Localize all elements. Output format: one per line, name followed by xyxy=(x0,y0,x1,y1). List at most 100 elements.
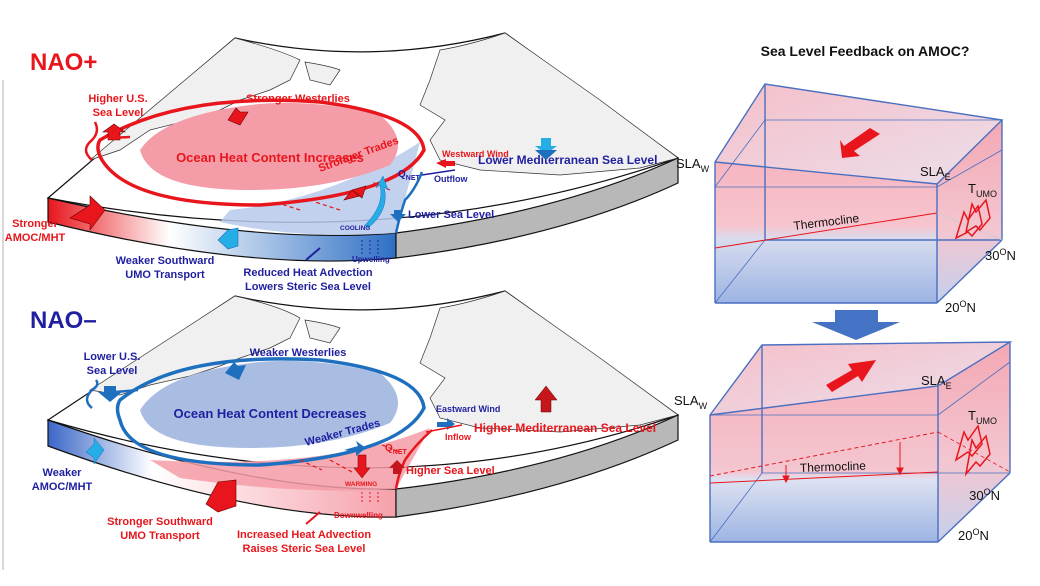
umo-label-1: Weaker Southward xyxy=(116,255,215,267)
box-side-face xyxy=(937,120,1002,303)
coast-line xyxy=(394,171,424,234)
advection-label-2: Lowers Steric Sea Level xyxy=(245,281,371,293)
warming-label: WARMING xyxy=(345,481,377,488)
upwelling-label: Upwelling xyxy=(352,255,390,264)
coast-line xyxy=(394,429,433,490)
warming-arrow-icon xyxy=(353,454,371,479)
lat-20-label: 20ON xyxy=(958,527,989,543)
advection-arrow-icon xyxy=(305,511,321,525)
downwelling-label: Downwelling xyxy=(334,511,383,520)
umo-label-1: Stronger Southward xyxy=(107,516,213,528)
westward-wind-label: Westward Wind xyxy=(442,149,509,159)
us-coast-line xyxy=(84,121,131,161)
up-arrow-icon xyxy=(389,460,405,474)
sla-w-label: SLAW xyxy=(674,393,708,411)
bottom-box: Thermocline SLAW SLAE TUMO 30ON 20ON xyxy=(674,341,1013,543)
umo-arrow-icon xyxy=(205,479,237,513)
feedback-title: Sea Level Feedback on AMOC? xyxy=(761,43,970,59)
downwelling-arrows xyxy=(361,492,379,504)
gyre-loop xyxy=(96,98,426,207)
t-umo-label: TUMO xyxy=(968,408,997,426)
lower-sea-level-label: Lower Sea Level xyxy=(408,209,494,221)
feedback-panel: Sea Level Feedback on AMOC? xyxy=(674,43,1016,543)
nao-plus-panel: NAO+ Ocean Heat Content Increases Higher… xyxy=(5,32,680,293)
lat-20-label: 20ON xyxy=(945,299,976,315)
sla-w-label: SLAW xyxy=(676,156,710,174)
umo-label-2: UMO Transport xyxy=(125,269,205,281)
slab-front-land xyxy=(395,157,679,259)
greenland-land xyxy=(304,319,341,344)
amoc-arrow-icon xyxy=(69,195,106,231)
box-top-face xyxy=(715,84,1002,184)
flow-arrow-icon xyxy=(826,360,876,392)
outflow-label: Outflow xyxy=(434,174,468,184)
slab-front-land xyxy=(395,414,679,518)
t-umo-arrow-icon xyxy=(954,424,991,477)
qnet-label: QNET xyxy=(398,169,421,182)
transition-down-arrow-icon xyxy=(812,310,900,340)
heat-content-label: Ocean Heat Content Increases xyxy=(176,150,364,165)
nao-minus-label: NAO– xyxy=(30,307,97,334)
upwelling-arrows xyxy=(361,238,379,254)
lower-us-sea-level-label-1: Lower U.S. xyxy=(84,351,141,363)
amoc-label-2: AMOC/MHT xyxy=(5,232,66,244)
qnet-arrow-icon xyxy=(364,175,389,229)
box-front-face xyxy=(715,162,937,303)
box-front-face xyxy=(710,386,938,542)
t-umo-arrow-icon xyxy=(954,198,991,240)
amoc-label-2: AMOC/MHT xyxy=(32,481,93,493)
heat-content-blob xyxy=(140,102,398,190)
t-umo-label: TUMO xyxy=(968,181,997,199)
lat-30-label: 30ON xyxy=(969,487,1000,503)
westerly-arrow-icon xyxy=(227,107,249,126)
advection-label-1: Increased Heat Advection xyxy=(237,529,371,541)
sla-e-label: SLAE xyxy=(921,373,952,391)
thermocline-line xyxy=(714,212,938,249)
thermocline-shift-arrows xyxy=(782,442,904,484)
trade-arrow-icon xyxy=(344,441,366,456)
umo-label-2: UMO Transport xyxy=(120,530,200,542)
westward-wind-arrow-icon xyxy=(436,159,455,168)
higher-us-sea-level-label-1: Higher U.S. xyxy=(88,93,147,105)
advection-arrow-icon xyxy=(305,247,321,261)
us-coast-line xyxy=(85,379,139,409)
box-side-face xyxy=(938,342,1010,542)
thermocline-label: Thermocline xyxy=(800,459,867,475)
trade-arrow-icon xyxy=(343,185,367,201)
lower-us-sea-level-label-2: Sea Level xyxy=(87,365,138,377)
mediterranean-label: Higher Mediterranean Sea Level xyxy=(474,421,656,435)
higher-sea-level-label: Higher Sea Level xyxy=(406,465,495,477)
europe-land xyxy=(419,290,679,433)
advection-label-1: Reduced Heat Advection xyxy=(243,267,372,279)
higher-us-sea-level-label-2: Sea Level xyxy=(93,107,144,119)
down-arrow-icon xyxy=(535,150,557,160)
inflow-label: Inflow xyxy=(445,432,472,442)
westerlies-label: Stronger Westerlies xyxy=(246,93,350,105)
nao-minus-panel: NAO– Ocean Heat Content Decreases Lower … xyxy=(30,290,680,555)
down-arrow-icon xyxy=(390,210,406,222)
mediterranean-label: Lower Mediterranean Sea Level xyxy=(478,153,657,167)
heat-content-label: Ocean Heat Content Decreases xyxy=(174,406,367,421)
lat-30-label: 30ON xyxy=(985,247,1016,263)
heat-content-blob xyxy=(140,360,398,448)
amoc-label-1: Weaker xyxy=(43,467,83,479)
north-america-land xyxy=(89,295,301,396)
cooling-label: COOLING xyxy=(340,225,370,232)
advection-label-2: Raises Steric Sea Level xyxy=(243,543,366,555)
gyre-loop xyxy=(115,357,426,467)
umo-arrow-icon xyxy=(217,227,239,250)
top-box: Thermocline SLAW SLAE TUMO 30ON 20ON xyxy=(676,83,1016,315)
cooling-region xyxy=(220,142,420,235)
europe-land xyxy=(419,32,679,176)
up-arrow-icon xyxy=(534,385,558,413)
amoc-label-1: Stronger xyxy=(12,218,59,230)
down-arrow-icon xyxy=(98,386,122,402)
qnet-label: QNET xyxy=(385,443,408,456)
nao-plus-label: NAO+ xyxy=(30,49,97,76)
dashed-arrows xyxy=(299,444,401,473)
greenland-land xyxy=(304,61,341,86)
westerly-arrow-icon xyxy=(225,362,246,380)
sla-e-label: SLAE xyxy=(920,164,951,182)
previous-thermocline-line xyxy=(709,431,939,477)
